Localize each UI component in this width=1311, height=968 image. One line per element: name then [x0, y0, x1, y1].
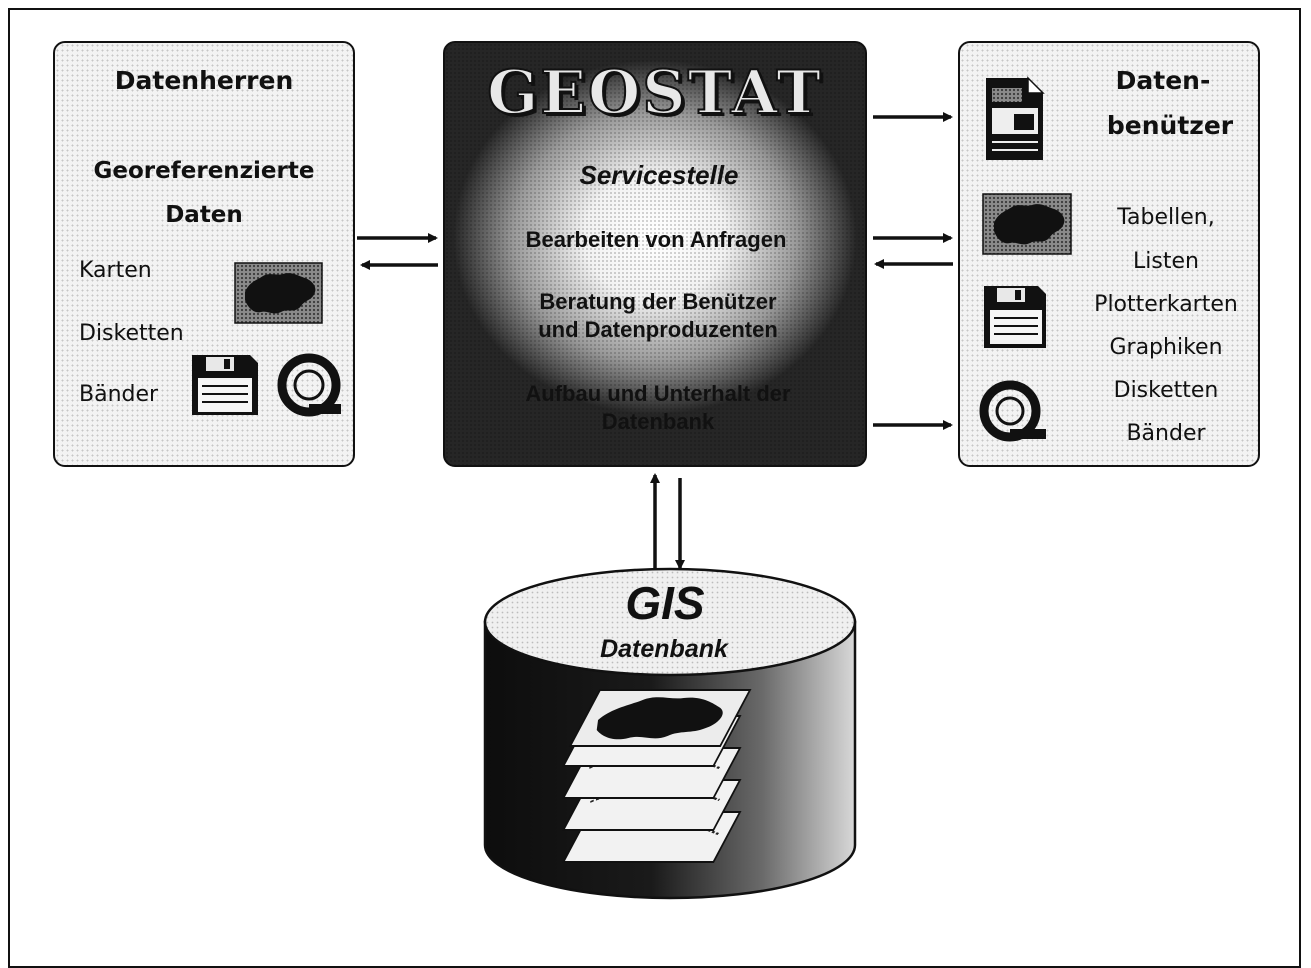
panel-left-subtitle-1: Georeferenzierte — [93, 158, 315, 184]
label-baender-right: Bänder — [1126, 421, 1206, 446]
geostat-title: GEOSTAT — [486, 57, 823, 129]
panel-right-title-2: benützer — [1106, 111, 1234, 140]
geostat-task-2a: Beratung der Benützer — [539, 289, 777, 314]
label-disketten-right: Disketten — [1113, 378, 1219, 403]
gis-title: GIS — [625, 577, 705, 629]
panel-left-subtitle-2: Daten — [165, 202, 243, 228]
document-icon — [986, 76, 1045, 160]
label-karten: Karten — [79, 258, 152, 283]
geostat-box — [443, 41, 867, 467]
label-plotterkarten: Plotterkarten — [1094, 292, 1238, 317]
map-layers-icon — [561, 689, 752, 863]
geostat-task-3a: Aufbau und Unterhalt der — [525, 381, 791, 406]
label-baender: Bänder — [79, 382, 159, 407]
diagram-graphics — [192, 76, 1072, 900]
floppy-disk-icon-right — [984, 286, 1046, 348]
label-disketten: Disketten — [79, 321, 184, 346]
panel-left-title: Datenherren — [114, 66, 294, 95]
tape-reel-icon — [277, 353, 341, 417]
map-icon-right — [982, 193, 1072, 255]
tape-reel-icon-right — [979, 380, 1046, 442]
geostat-task-2b: und Datenproduzenten — [538, 317, 778, 342]
label-graphiken: Graphiken — [1109, 335, 1223, 360]
map-icon — [234, 262, 323, 324]
panel-right-title-1: Daten- — [1115, 66, 1211, 95]
gis-subtitle: Datenbank — [600, 635, 728, 663]
geostat-task-3b: Datenbank — [601, 409, 715, 434]
geostat-task-1: Bearbeiten von Anfragen — [525, 227, 787, 252]
floppy-disk-icon — [192, 355, 258, 415]
geostat-subtitle: Servicestelle — [579, 160, 739, 190]
label-tabellen: Tabellen, — [1117, 205, 1215, 230]
label-listen: Listen — [1133, 249, 1199, 274]
